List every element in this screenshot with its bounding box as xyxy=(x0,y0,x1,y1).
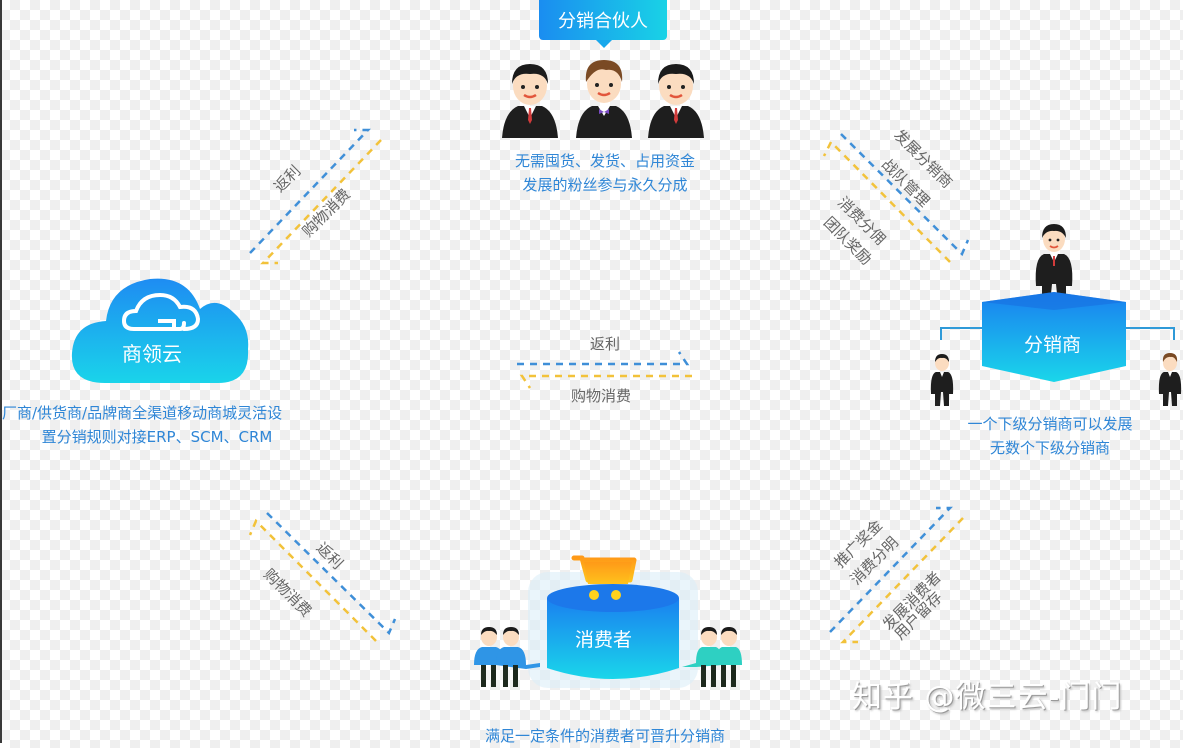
partner-people-icon xyxy=(500,60,706,140)
cloud-icon xyxy=(71,278,249,383)
platform-desc-line2: 置分销规则对接ERP、SCM、CRM xyxy=(41,428,273,446)
distributor-desc-line2: 无数个下级分销商 xyxy=(989,439,1110,457)
distributor-name: 分销商 xyxy=(1024,334,1082,356)
partner-desc-line2: 发展的粉丝参与永久分成 xyxy=(522,176,688,194)
platform-desc-line1: 厂商/供货商/品牌商全渠道移动商城灵活设 xyxy=(2,404,283,422)
consumer-desc: 满足一定条件的消费者可晋升分销商 xyxy=(484,727,725,745)
flow-center-purchase: 购物消费 xyxy=(571,387,632,405)
sub-distributor-right-icon xyxy=(1158,353,1182,406)
distributor-desc-line1: 一个下级分销商可以发展 xyxy=(967,415,1133,433)
consumer-cylinder-icon xyxy=(528,555,698,688)
partner-desc-line1: 无需囤货、发货、占用资金 xyxy=(514,152,695,170)
distributor-person-icon xyxy=(1035,224,1073,304)
left-edge-border xyxy=(0,0,2,743)
partner-tag: 分销合伙人 xyxy=(539,0,667,48)
watermark: 知乎 @微三云-门门 xyxy=(852,680,1123,715)
distributor-box-icon xyxy=(940,292,1175,382)
sub-distributor-left-icon xyxy=(930,354,954,406)
platform-name: 商领云 xyxy=(122,342,182,366)
flow-center-rebate: 返利 xyxy=(590,335,621,353)
consumers-right-icon xyxy=(682,627,742,687)
consumer-name: 消费者 xyxy=(575,629,633,651)
consumers-left-icon xyxy=(474,627,540,687)
